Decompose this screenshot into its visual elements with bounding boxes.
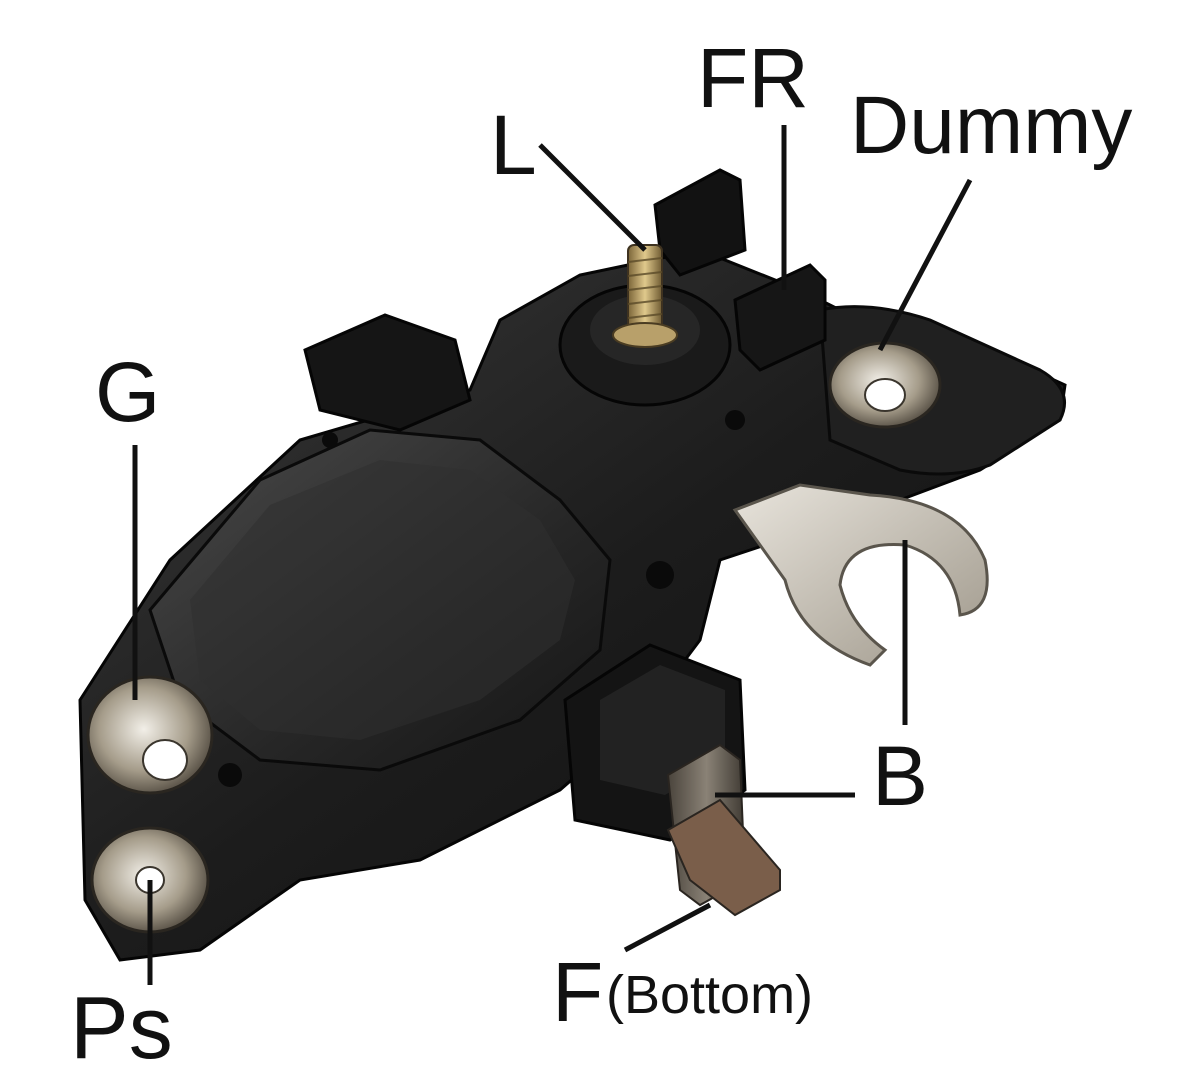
label-g: G [95, 345, 161, 439]
label-f-note: (Bottom) [606, 965, 814, 1025]
label-b: B [872, 729, 929, 823]
leader-lines [132, 125, 973, 985]
label-fr: FR [697, 31, 809, 125]
label-f: F [552, 945, 604, 1039]
b-terminal-clip [732, 483, 989, 667]
label-ps: Ps [70, 978, 173, 1077]
fr-tab [653, 168, 747, 277]
label-l: L [490, 98, 537, 192]
brush-lower [666, 798, 781, 917]
label-dummy: Dummy [850, 80, 1133, 171]
connector-block-left [303, 313, 472, 432]
